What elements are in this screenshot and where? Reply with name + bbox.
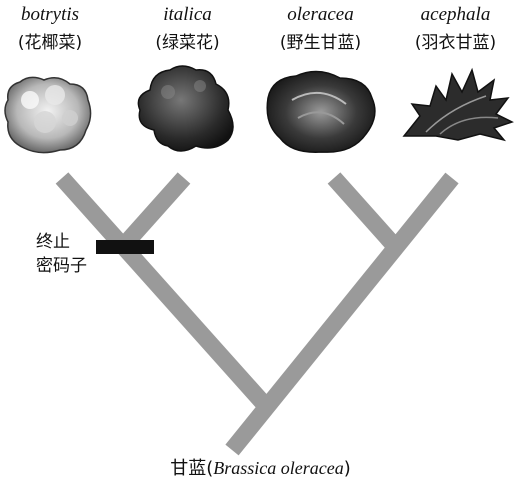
branch-oleracea (334, 178, 392, 243)
stop-codon-marker (96, 240, 154, 254)
wild-cabbage-image (267, 71, 375, 152)
kale-image (404, 70, 512, 140)
stop-codon-line-1: 终止 (36, 230, 87, 254)
branch-italica (126, 178, 184, 243)
cauliflower-image (5, 77, 91, 152)
branch-acephala-trunk (232, 178, 452, 450)
stop-codon-line-2: 密码子 (36, 254, 87, 278)
tree-branches (62, 178, 452, 450)
root-species-label: 甘蓝(Brassica oleracea) (0, 454, 521, 480)
stop-codon-label: 终止 密码子 (36, 230, 87, 278)
broccoli-image (138, 66, 233, 151)
root-latin-name: Brassica oleracea (213, 458, 343, 478)
root-chinese-name: 甘蓝 (170, 458, 206, 479)
